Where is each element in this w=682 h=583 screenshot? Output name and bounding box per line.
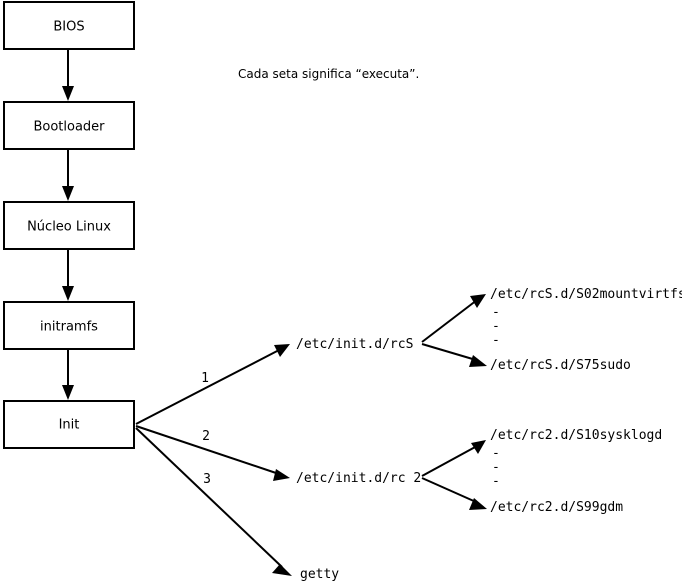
init-branch-3-number: 3 — [203, 472, 211, 487]
chain-connector-kernel-initramfs — [62, 250, 74, 301]
label-etc-init-d-rcs: /etc/init.d/rcS — [296, 337, 413, 352]
label-etc-init-d-rc2: /etc/init.d/rc 2 — [296, 471, 421, 486]
node-bios: BIOS — [3, 1, 135, 50]
init-branch-3: 3 — [135, 427, 292, 576]
rcs-branch-last — [421, 343, 487, 367]
label-rcs-script-first: /etc/rcS.d/S02mountvirtfs — [490, 287, 682, 302]
arrow-head-icon — [62, 385, 74, 400]
chain-connector-initramfs-init — [62, 350, 74, 400]
arrow-head-icon — [469, 355, 487, 367]
rcs-ellipsis-dash-1: - — [492, 305, 500, 320]
init-branch-2: 2 — [135, 425, 290, 481]
node-kernel-label: Núcleo Linux — [27, 220, 111, 235]
rcs-ellipsis-dash-2: - — [492, 319, 500, 334]
arrow-head-icon — [274, 344, 290, 357]
node-kernel: Núcleo Linux — [3, 201, 135, 250]
node-init: Init — [3, 400, 135, 449]
label-rc2-script-first: /etc/rc2.d/S10sysklogd — [490, 428, 662, 443]
node-bootloader-label: Bootloader — [33, 120, 105, 135]
rc2-branch-last — [421, 477, 487, 510]
node-initramfs: initramfs — [3, 301, 135, 350]
label-getty: getty — [300, 567, 339, 582]
arrow-head-icon — [62, 286, 74, 301]
arrow-head-icon — [471, 440, 486, 454]
node-bootloader: Bootloader — [3, 101, 135, 150]
label-rcs-script-last: /etc/rcS.d/S75sudo — [490, 358, 631, 373]
rc2-ellipsis-dash-2: - — [492, 460, 500, 475]
label-rc2-script-last: /etc/rc2.d/S99gdm — [490, 500, 623, 515]
init-branch-2-number: 2 — [202, 429, 210, 444]
arrow-head-icon — [272, 564, 292, 576]
arrow-head-icon — [62, 86, 74, 101]
diagram-caption: Cada seta significa “executa”. — [238, 67, 419, 81]
rc2-branch-first — [421, 440, 486, 477]
node-initramfs-label: initramfs — [40, 320, 98, 335]
rc2-ellipsis-dash-1: - — [492, 446, 500, 461]
init-branch-1-number: 1 — [201, 371, 209, 386]
arrow-head-icon — [62, 186, 74, 201]
init-branch-1: 1 — [135, 344, 290, 425]
chain-connector-bootloader-kernel — [62, 150, 74, 201]
chain-connector-bios-bootloader — [62, 49, 74, 101]
rc2-ellipsis-dash-3: - — [492, 474, 500, 489]
arrow-head-icon — [470, 294, 486, 308]
arrow-head-icon — [469, 498, 487, 510]
node-init-label: Init — [59, 418, 80, 433]
node-bios-label: BIOS — [53, 20, 84, 35]
arrow-head-icon — [273, 469, 290, 481]
rcs-ellipsis-dash-3: - — [492, 333, 500, 348]
rcs-branch-first — [421, 294, 486, 343]
